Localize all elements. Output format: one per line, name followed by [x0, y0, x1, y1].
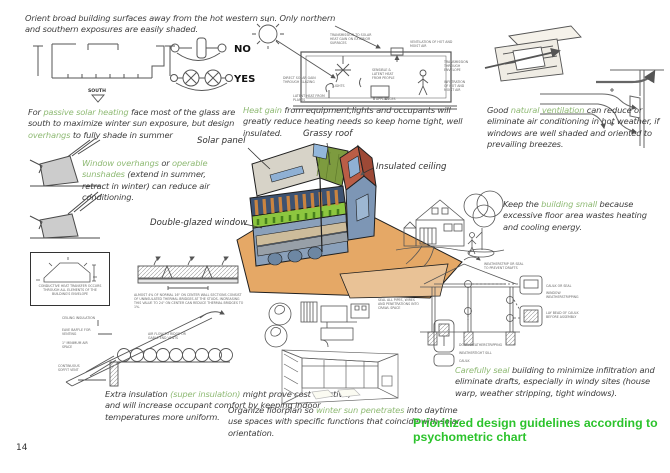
page-number: 14	[16, 443, 28, 453]
seal-label-pipes: SEAL ALL PIPES, WIRES AND PENETRATIONS I…	[378, 298, 419, 311]
heatgain-label-people: SENSIBLE & LATENT HEAT FROM PEOPLE	[372, 68, 395, 81]
ground-strip	[339, 263, 449, 299]
foundation-slab	[256, 231, 349, 257]
seal-label-caulk-or-seal: CAULK OR SEAL	[546, 284, 572, 288]
yes-label: YES	[233, 74, 255, 85]
heat-gain-note: Heat gain from equipment,lights and occu…	[243, 105, 463, 138]
annex-window	[347, 155, 361, 179]
panel-slot	[269, 165, 305, 183]
passive-solar-note: For passive solar heating face most of t…	[28, 107, 236, 140]
heatgain-label-transmission: TRANSMISSION TO SOLAR HEAT GAIN ON EXTER…	[330, 33, 372, 46]
roof-blue-strip	[312, 143, 329, 160]
heatgain-label-ventilation: VENTILATION OF HOT AND MOIST AIR	[410, 40, 453, 49]
seal-label-caulk-bead: LAY BEAD OF CAULK BEFORE ASSEMBLY	[546, 311, 579, 320]
seal-label-weathertight-sill: WEATHERTIGHT SILL	[459, 351, 492, 355]
sealing-details-diagram	[420, 256, 543, 367]
cross-ventilation-sketch	[540, 69, 664, 148]
carefully-seal-note: Carefully seal building to minimize infi…	[455, 365, 655, 398]
overhang-retracted-sketch	[29, 191, 103, 239]
conductive-caption: CONDUCTIVE HEAT TRANSFER OCCURS THROUGH …	[38, 284, 102, 297]
eave-insulation-sketch	[65, 310, 233, 387]
eave-label-ceiling-insulation: CEILING INSULATION	[62, 316, 96, 320]
heat-gain-diagram	[252, 18, 457, 110]
wall-section-diagram	[137, 256, 239, 290]
solar-panel-face	[251, 143, 321, 197]
double-glazed-window-label: Double-glazed window	[150, 218, 248, 228]
page-heading: Prioritized design guidelines according …	[413, 416, 658, 444]
heatgain-label-appliances: APPLIANCES	[376, 97, 396, 101]
eave-label-baffle: EAVE BAFFLE FOR VENTING	[62, 328, 91, 337]
natural-ventilation-note: Good natural ventilation can reduce or e…	[487, 105, 660, 150]
extra-insulation-note: Extra insulation (super insulation) migh…	[105, 389, 351, 422]
orientation-note: Orient broad building surfaces away from…	[25, 13, 336, 35]
interior-perspective-sketch	[281, 349, 399, 405]
eave-label-airflow: AIR FLOW TO RIDGE OR GABLE END VENTS	[148, 332, 186, 341]
seal-label-door-weatherstripping: DOOR WEATHERSTRIPPING	[459, 343, 503, 347]
solar-panel-label: Solar panel	[197, 136, 246, 146]
seal-label-window-weatherstripping: WINDOW WEATHERSTRIPPING	[546, 291, 579, 300]
seal-label-caulk: CAULK	[459, 359, 470, 363]
no-label: NO	[234, 44, 251, 55]
heatgain-label-lights: LIGHTS	[333, 84, 345, 88]
south-arrow-icon	[91, 94, 105, 103]
eave-label-soffit-vent: CONTINUOUS SOFFIT VENT	[58, 364, 80, 373]
heatgain-label-envelope: TRANSMISSION THROUGH ENVELOPE	[444, 60, 469, 73]
eave-label-airspace: 1" MINIMUM AIR SPACE	[62, 341, 88, 350]
conductive-heat-diagram	[30, 252, 110, 306]
building-small-note: Keep the building small because excessiv…	[503, 199, 647, 232]
heatgain-label-infiltration: INFILTRATION OF HOT AND MOIST AIR	[444, 80, 466, 93]
no-yes-sketch: NO YES	[170, 37, 255, 91]
annex-roof-right	[357, 144, 377, 188]
cutaway-house-model	[236, 142, 463, 299]
south-label: SOUTH	[88, 88, 106, 94]
heatgain-label-solar-gain: DIRECT SOLAR GAIN THROUGH GLAZING	[283, 76, 316, 85]
heatgain-label-plants: LATENT HEAT FROM PLANTS	[293, 94, 325, 103]
grassy-roof-label: Grassy roof	[303, 129, 353, 139]
seal-label-weatherstrip: WEATHERSTRIP OR SEAL TO PREVENT DRAFTS	[484, 262, 524, 271]
louvered-wall-sketch	[484, 25, 582, 82]
floorplan-sketch	[264, 301, 370, 348]
small-house-tree-sketch	[395, 190, 505, 267]
window-overhangs-note: Window overhangs or operable sunshades (…	[82, 158, 210, 203]
building-plan-sketch: SOUTH	[33, 43, 175, 103]
insulated-ceiling-label: Insulated ceiling	[376, 162, 447, 172]
floor-slab	[255, 221, 348, 247]
wall-section-caption: ALMOST 4% OF NORMAL 16" ON CENTER WALL S…	[134, 293, 244, 310]
overhang-extended-sketch	[29, 137, 101, 187]
organize-floorplan-note: Organize floorplan so winter sun penetra…	[228, 405, 460, 438]
